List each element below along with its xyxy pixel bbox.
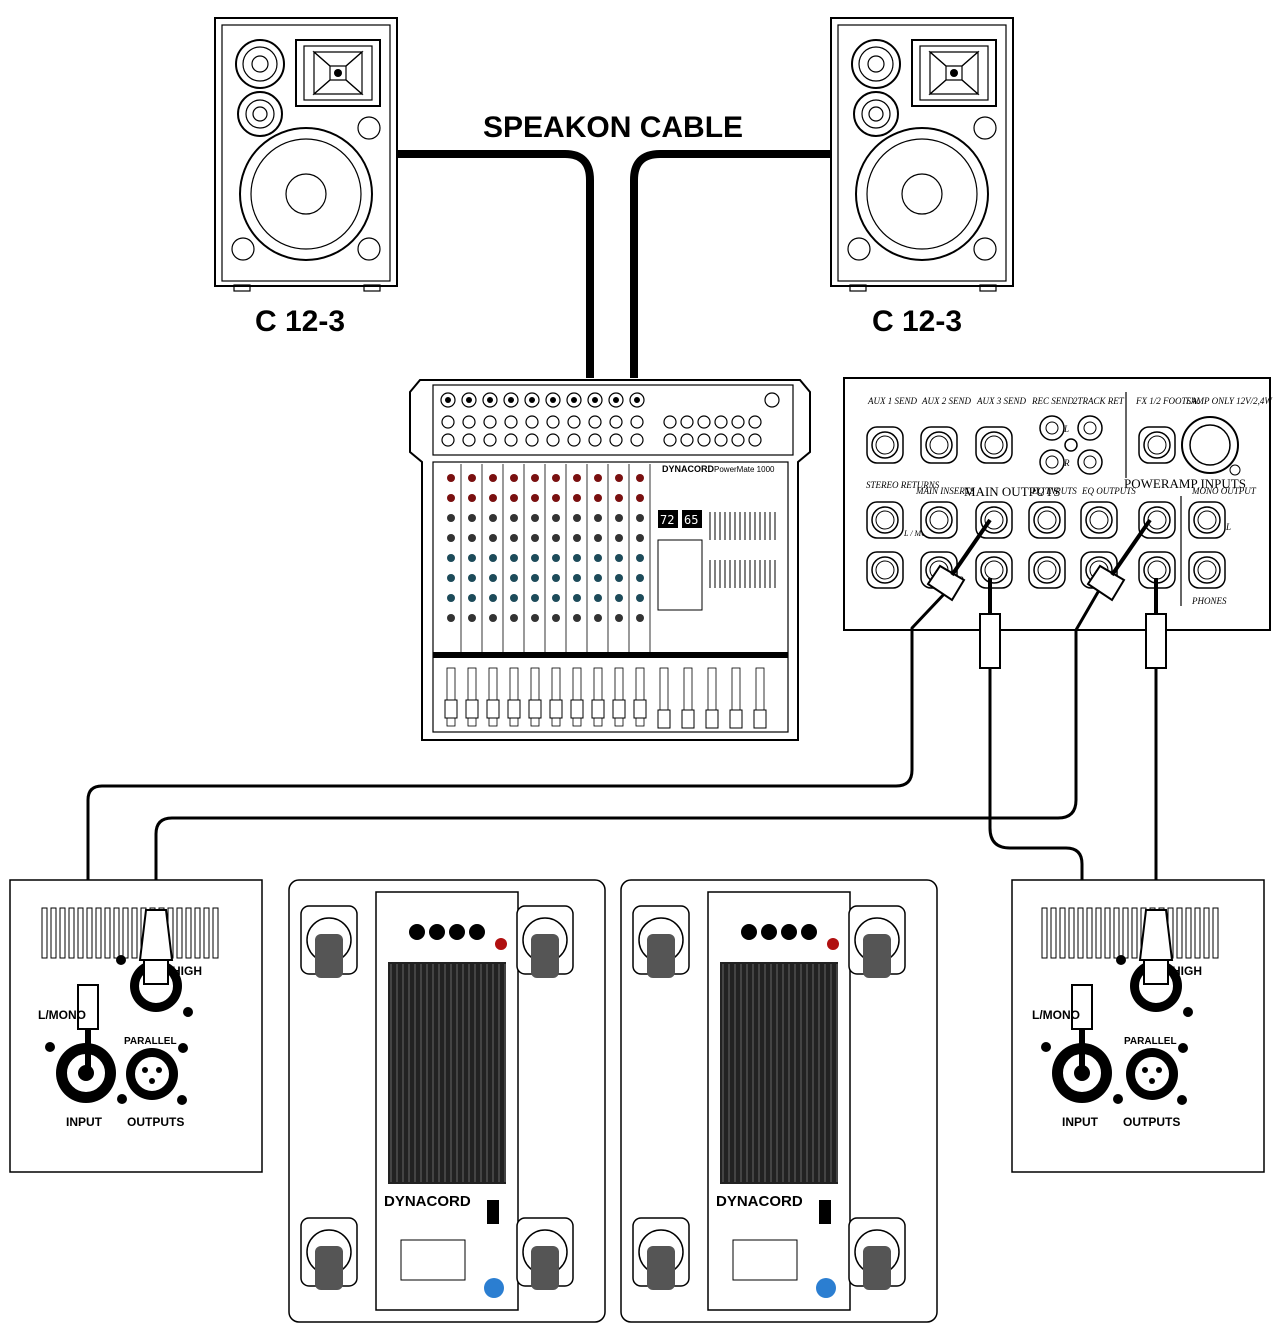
speakon-cable-left	[397, 150, 594, 378]
plug-poweramp-r	[1145, 578, 1167, 669]
label-eq-outputs: EQ OUTPUTS	[1081, 486, 1136, 496]
speaker-left-label: C 12-3	[255, 305, 345, 338]
label-2track-ret: 2TRACK RET	[1073, 396, 1125, 406]
speaker-left	[214, 17, 398, 292]
label-main-outputs: MAIN OUTPUTS	[964, 484, 1060, 499]
label-rec-send: REC SEND	[1031, 396, 1074, 406]
cable-poweramp-l	[154, 590, 1100, 912]
label-eq-inputs: EQ INPUTS	[1031, 486, 1077, 496]
speakon-cable-label: SPEAKON CABLE	[483, 111, 743, 144]
cable-main-out-l	[86, 590, 948, 987]
amp-module-left: L/MONO HIGH PARALLEL INPUT OUTPUTS	[9, 879, 263, 1173]
speaker-right-label: C 12-3	[872, 305, 962, 338]
right-high-label: HIGH	[1172, 964, 1202, 978]
label-aux2: AUX 2 SEND	[921, 396, 971, 406]
mixer-display-left: 72	[660, 513, 674, 527]
right-input-label: INPUT	[1062, 1115, 1099, 1129]
rear-panel: AUX 1 SEND AUX 2 SEND AUX 3 SEND REC SEN…	[843, 377, 1273, 631]
cable-main-out-r	[988, 664, 1084, 987]
left-l-mono-label: L/MONO	[38, 1008, 86, 1022]
speaker-right	[830, 17, 1014, 292]
amp-module-right: L/MONO HIGH PARALLEL INPUT OUTPUTS	[1011, 879, 1265, 1173]
speakon-cable-right	[630, 150, 831, 378]
mixer-display-right: 65	[684, 513, 698, 527]
subwoofer-right: DYNACORD	[620, 879, 938, 1323]
label-stereo-returns: STEREO RETURNS	[866, 480, 940, 490]
label-aux1: AUX 1 SEND	[867, 396, 917, 406]
left-outputs-label: OUTPUTS	[127, 1115, 184, 1129]
label-r-rec: R	[1063, 458, 1070, 468]
plug-main-out-l	[926, 518, 992, 602]
label-l-mono-out: L	[1225, 522, 1231, 532]
label-mono-output: MONO OUTPUT	[1191, 486, 1257, 496]
label-l-mono: L / MONO	[903, 529, 938, 538]
label-fx-footsw: FX 1/2 FOOTSW.	[1135, 396, 1200, 406]
label-poweramp-inputs: POWERAMP INPUTS	[1124, 476, 1246, 491]
left-input-label: INPUT	[66, 1115, 103, 1129]
label-lamp-only: LAMP ONLY 12V/2,4W	[1185, 396, 1273, 406]
right-l-mono-label: L/MONO	[1032, 1008, 1080, 1022]
subwoofer-left: DYNACORD	[288, 879, 606, 1323]
label-phones: PHONES	[1191, 596, 1227, 606]
right-outputs-label: OUTPUTS	[1123, 1115, 1180, 1129]
label-main-inserts: MAIN INSERTS	[915, 486, 975, 496]
left-high-label: HIGH	[172, 964, 202, 978]
mixer-model: PowerMate 1000	[714, 465, 775, 474]
mixer-brand: DYNACORD	[662, 464, 715, 474]
right-parallel-label: PARALLEL	[1124, 1036, 1177, 1047]
left-parallel-label: PARALLEL	[124, 1036, 177, 1047]
label-l-rec: L	[1063, 424, 1069, 434]
sub-left-brand: DYNACORD	[384, 1193, 471, 1210]
plug-poweramp-l	[1086, 518, 1152, 602]
sub-right-brand: DYNACORD	[716, 1193, 803, 1210]
mixer: DYNACORD PowerMate 1000 72 65	[409, 379, 811, 741]
plug-main-out-r	[979, 578, 1001, 669]
label-aux3: AUX 3 SEND	[976, 396, 1026, 406]
